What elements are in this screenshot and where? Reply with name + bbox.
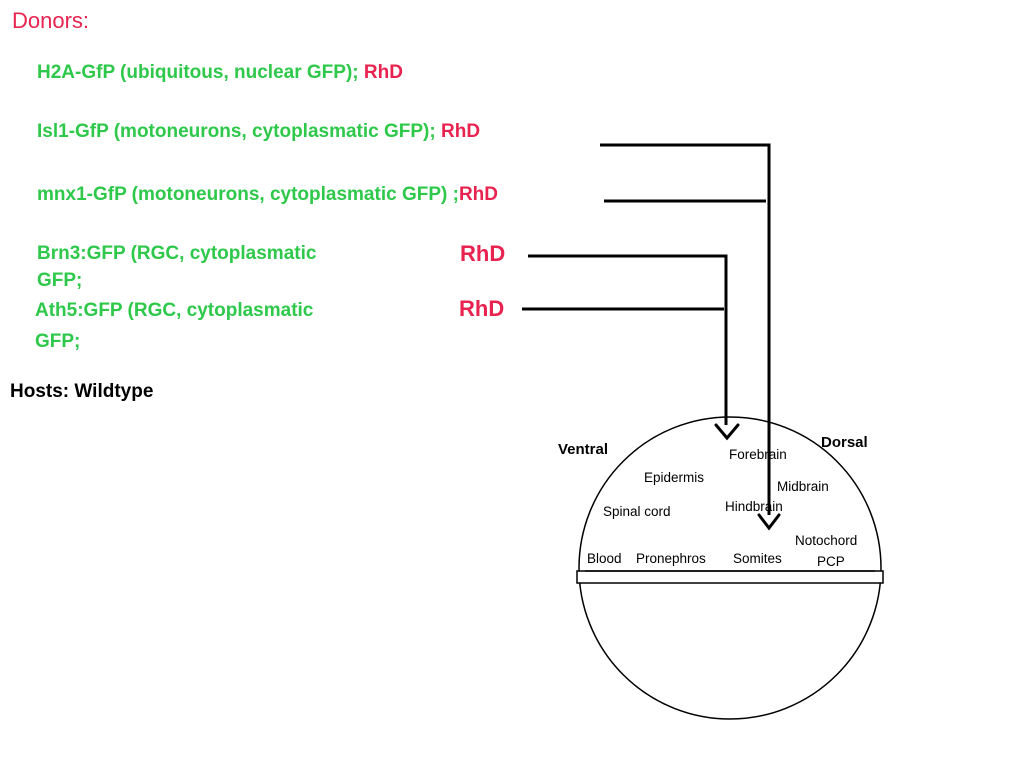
- rhd-marker: RhD: [458, 184, 498, 205]
- donor-label-line1: Brn3:GFP (RGC, cytoplasmatic: [37, 243, 317, 264]
- blastoderm-margin: [576, 570, 884, 584]
- donor-mnx1: mnx1-GfP (motoneurons, cytoplasmatic GFP…: [37, 184, 498, 206]
- donor-label: mnx1-GfP (motoneurons, cytoplasmatic GFP…: [37, 184, 459, 205]
- arrowheads: [714, 423, 781, 531]
- rhd-marker: RhD: [363, 62, 403, 83]
- donors-title: Donors:: [12, 8, 90, 33]
- hosts-label: Hosts: Wildtype: [10, 381, 154, 402]
- donor-label-line2: GFP;: [37, 270, 83, 291]
- isl1-connector: [600, 143, 771, 515]
- donor-label: H2A-GfP (ubiquitous, nuclear GFP);: [37, 62, 359, 83]
- donor-brn3: Brn3:GFP (RGC, cytoplasmatic GFP;: [37, 240, 316, 294]
- donor-isl1: Isl1-GfP (motoneurons, cytoplasmatic GFP…: [37, 121, 480, 143]
- region-hindbrain: Hindbrain: [725, 499, 783, 514]
- region-epidermis: Epidermis: [644, 470, 704, 485]
- rhd-marker-ath5: RhD: [459, 296, 505, 321]
- brn3-connector: [528, 254, 728, 425]
- donor-h2a: H2A-GfP (ubiquitous, nuclear GFP); RhD: [37, 62, 403, 84]
- embryo: [576, 416, 884, 720]
- region-notochord: Notochord: [795, 533, 857, 548]
- dorsal-label: Dorsal: [821, 434, 868, 451]
- ventral-label: Ventral: [558, 441, 608, 458]
- region-blood: Blood: [587, 551, 622, 566]
- region-forebrain: Forebrain: [729, 447, 787, 462]
- connector-lines: [522, 143, 771, 515]
- embryo-outline: [578, 416, 882, 720]
- donor-label-line2: GFP;: [35, 331, 81, 352]
- region-midbrain: Midbrain: [777, 479, 829, 494]
- arrowhead-forebrain: [714, 423, 740, 441]
- donor-label-line1: Ath5:GFP (RGC, cytoplasmatic: [35, 300, 314, 321]
- region-spinal-cord: Spinal cord: [603, 504, 671, 519]
- arrowhead-hindbrain: [757, 513, 781, 531]
- rhd-marker-brn3: RhD: [460, 241, 506, 266]
- donor-label: Isl1-GfP (motoneurons, cytoplasmatic GFP…: [37, 121, 436, 142]
- region-pcp: PCP: [817, 554, 845, 569]
- donor-ath5: Ath5:GFP (RGC, cytoplasmatic GFP;: [35, 295, 313, 357]
- region-pronephros: Pronephros: [636, 551, 706, 566]
- rhd-marker: RhD: [441, 121, 481, 142]
- region-somites: Somites: [733, 551, 782, 566]
